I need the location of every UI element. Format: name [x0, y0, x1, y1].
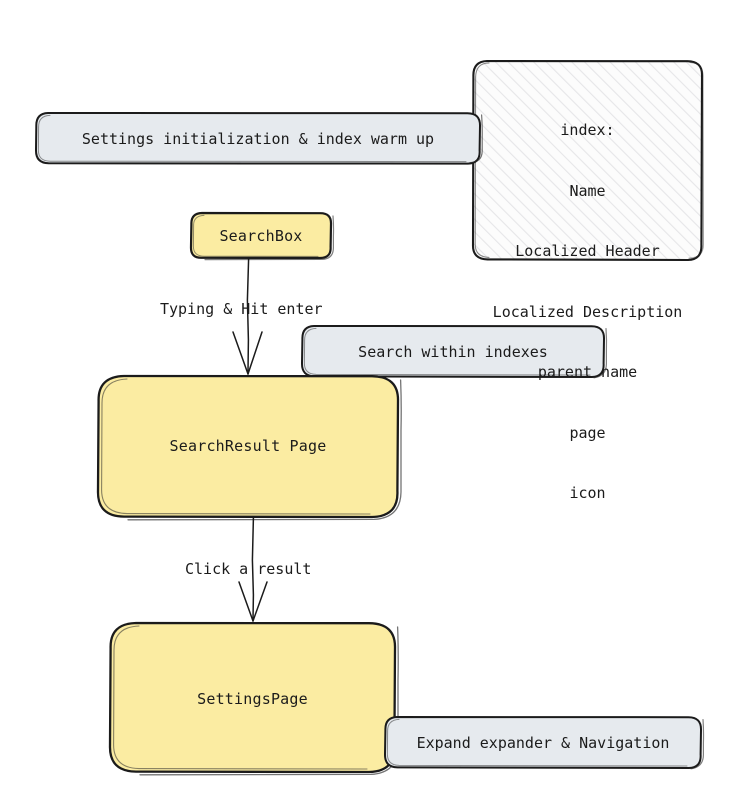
node-searchresult-shape [96, 374, 402, 521]
note-settings-initialization[interactable] [36, 113, 480, 164]
node-searchbox[interactable] [191, 213, 331, 258]
edge-click-arrow [238, 517, 268, 622]
note-init-shape [34, 111, 483, 165]
note-expand-expander-navigation[interactable] [398, 717, 701, 768]
edge-typing-arrow [232, 258, 263, 375]
note-search-within-indexes[interactable] [302, 326, 604, 377]
note-expand-shape [383, 715, 705, 770]
note-index-fields[interactable] [480, 61, 702, 260]
node-searchbox-shape [189, 211, 335, 261]
node-settings-page[interactable] [110, 623, 395, 772]
index-note-shape [471, 59, 704, 262]
node-searchresult-page[interactable] [98, 376, 398, 517]
note-search-shape [300, 324, 608, 379]
